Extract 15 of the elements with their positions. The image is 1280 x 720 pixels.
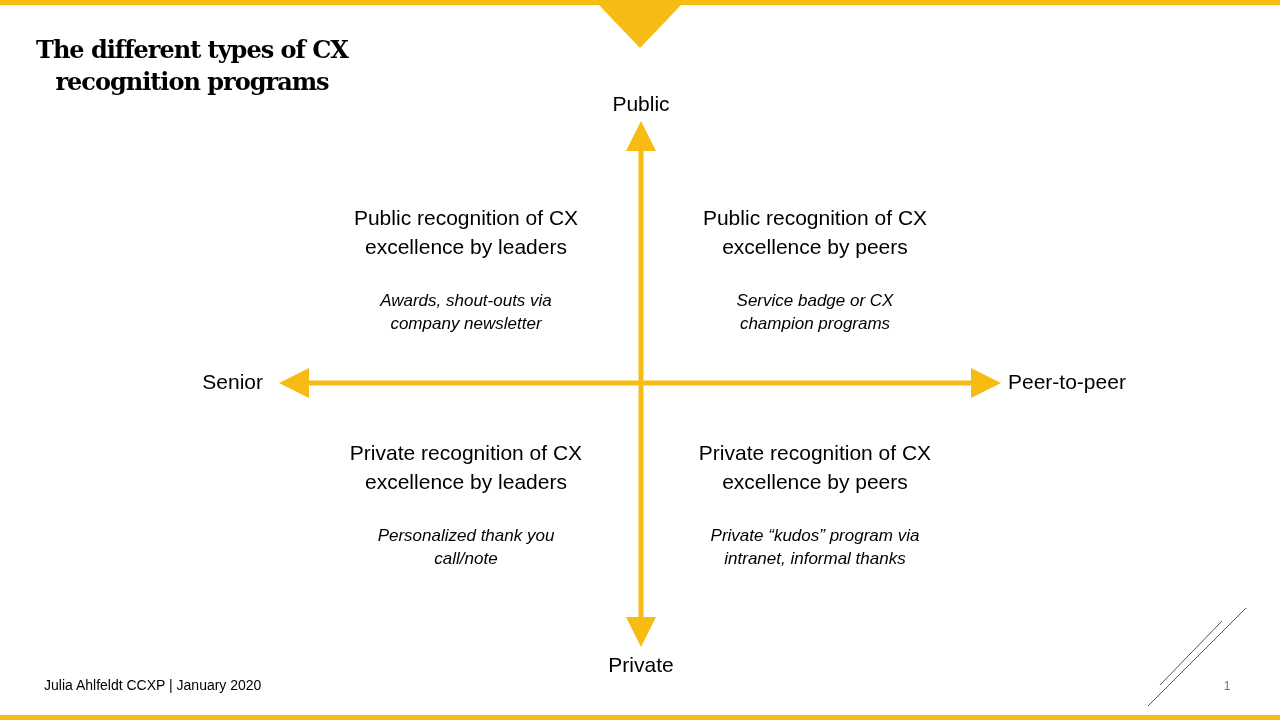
quadrant-heading: Public recognition of CX excellence by leaders [352, 205, 580, 260]
example-text: Personalized thank you call/note [376, 525, 556, 570]
page-number: 1 [1223, 679, 1231, 693]
quadrant-heading: Public recognition of CX excellence by peers [701, 205, 929, 260]
example-text: Awards, shout-outs via company newsletter [378, 290, 553, 335]
slide-title: The different types of CX recognition programs [35, 34, 350, 98]
axis-label: Senior [202, 370, 263, 394]
example-text: Private “kudos” program via intranet, informal thanks [709, 525, 921, 570]
quadrant-heading: Private recognition of CX excellence by peers [697, 440, 933, 495]
axis-label: Public [612, 92, 670, 116]
footer-text: Julia Ahlfeldt CCXP | January 2020 [44, 677, 262, 693]
example-text: Service badge or CX champion programs [735, 290, 895, 335]
quadrant-heading: Private recognition of CX excellence by leaders [348, 440, 584, 495]
axis-label: Private [608, 653, 674, 677]
axis-label: Peer-to-peer [1008, 370, 1126, 394]
